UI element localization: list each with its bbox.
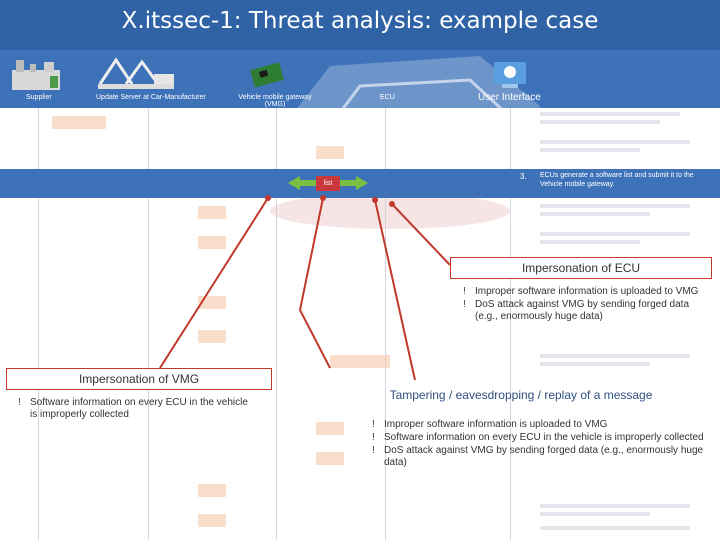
ecu-impersonation-title: Impersonation of ECU <box>521 261 641 275</box>
bullet-item: ! Software information on every ECU in t… <box>372 432 712 444</box>
highlighted-step-text: ECUs generate a software list and submit… <box>540 172 694 188</box>
sequence-box <box>316 422 344 435</box>
sequence-box <box>330 355 390 368</box>
bullet-text: Improper software information is uploade… <box>475 286 699 297</box>
vmg-impersonation-callout: Impersonation of VMG <box>6 368 272 390</box>
sequence-box <box>316 452 344 465</box>
actor-vmg-label: Vehicle mobile gateway (VMG) <box>238 94 312 108</box>
tampering-title: Tampering / eavesdropping / replay of a … <box>389 388 653 402</box>
sequence-box <box>316 146 344 159</box>
tampering-threat-bullets: ! Improper software information is uploa… <box>372 419 712 470</box>
circuit-board-icon <box>250 62 284 88</box>
swimlane-divider <box>38 108 39 540</box>
user-interface-icon <box>494 62 526 88</box>
actor-supplier-label: Supplier <box>26 94 52 101</box>
swimlane-divider <box>385 108 386 540</box>
sequence-box <box>52 116 106 129</box>
bullet-mark: ! <box>18 397 21 408</box>
vmg-threat-bullets: ! Software information on every ECU in t… <box>18 397 248 422</box>
sequence-box <box>198 514 226 527</box>
bullet-mark: ! <box>372 419 375 430</box>
factory-icon <box>12 60 60 90</box>
page-title: X.itssec-1: Threat analysis: example cas… <box>121 8 599 34</box>
bullet-mark: ! <box>463 286 466 297</box>
bullet-text: Improper software information is uploade… <box>384 419 608 430</box>
bullet-text: DoS attack against VMG by sending forged… <box>384 445 704 468</box>
sequence-box <box>198 206 226 219</box>
sequence-box <box>198 484 226 497</box>
actor-bar <box>0 50 720 108</box>
bullet-item: ! Improper software information is uploa… <box>463 286 713 298</box>
actor-update-server-label: Update Server at Car-Manufacturer <box>96 94 206 101</box>
bullet-item: ! Software information on every ECU in t… <box>18 397 248 421</box>
bullet-text: DoS attack against VMG by sending forged… <box>475 299 690 322</box>
bullet-item: ! DoS attack against VMG by sending forg… <box>372 445 712 469</box>
swimlane-divider <box>510 108 511 540</box>
bullet-item: ! DoS attack against VMG by sending forg… <box>463 299 713 323</box>
list-message-box: list <box>316 176 340 191</box>
title-bar <box>0 0 720 50</box>
bullet-mark: ! <box>463 299 466 310</box>
bullet-mark: ! <box>372 445 375 456</box>
swimlane-divider <box>276 108 277 540</box>
vmg-impersonation-title: Impersonation of VMG <box>78 372 200 386</box>
sequence-box <box>198 296 226 309</box>
ecu-impersonation-callout: Impersonation of ECU <box>450 257 712 279</box>
sequence-box <box>198 236 226 249</box>
bullet-item: ! Improper software information is uploa… <box>372 419 712 431</box>
actor-ecu-label: ECU <box>380 94 395 101</box>
car-icon <box>260 56 540 229</box>
bullet-text: Software information on every ECU in the… <box>30 397 248 420</box>
bullet-mark: ! <box>372 432 375 443</box>
assembly-line-icon <box>98 57 174 89</box>
highlighted-step-number: 3. <box>520 172 527 181</box>
actor-user-interface-label: User Interface <box>478 92 541 103</box>
sequence-box <box>198 330 226 343</box>
swimlane-divider <box>148 108 149 540</box>
ecu-threat-bullets: ! Improper software information is uploa… <box>463 286 713 324</box>
bullet-text: Software information on every ECU in the… <box>384 432 704 443</box>
